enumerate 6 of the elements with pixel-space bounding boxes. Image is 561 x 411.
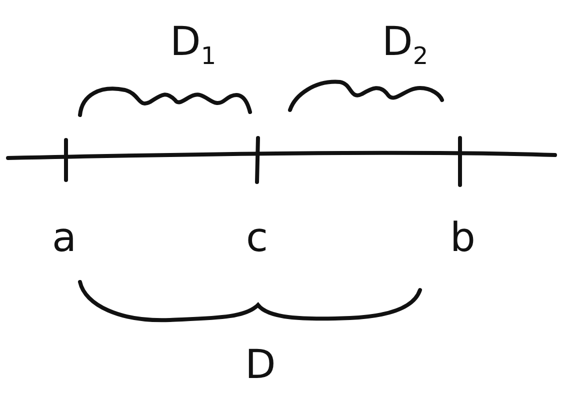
interval-label: D bbox=[245, 345, 276, 385]
point-label: a bbox=[52, 218, 77, 258]
interval-label: D$_{2}$ bbox=[382, 22, 428, 68]
interval-label: D$_{1}$ bbox=[170, 22, 216, 68]
point-label: b bbox=[450, 218, 476, 258]
point-label: c bbox=[246, 218, 268, 258]
